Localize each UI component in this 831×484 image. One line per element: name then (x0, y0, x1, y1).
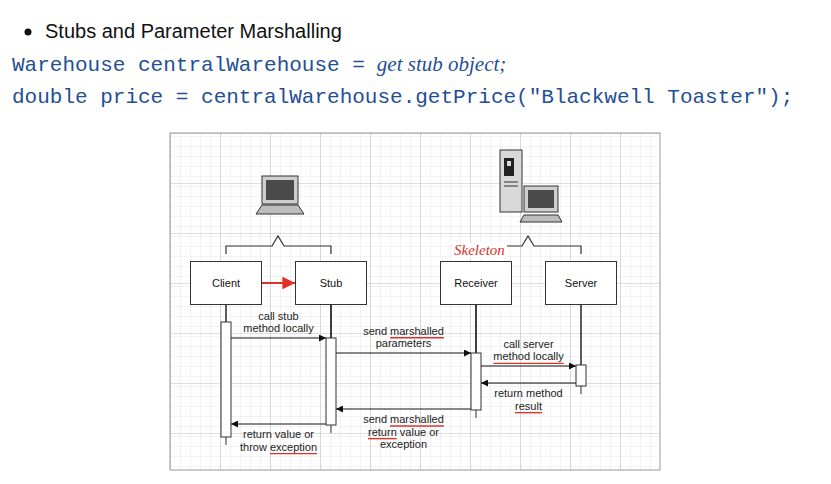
bullet (25, 29, 32, 36)
annotation-arrow (262, 282, 295, 284)
message-arrow (476, 305, 576, 366)
box-label: Server (565, 277, 597, 289)
box-label: Stub (320, 277, 343, 289)
graph-paper (170, 133, 660, 470)
activation-bar (576, 365, 586, 386)
message-arrow (226, 305, 326, 338)
message-label: return value or throw exception (233, 428, 325, 453)
message-label: call stub method locally (239, 310, 319, 335)
code-text: Warehouse centralWarehouse = (12, 54, 365, 77)
code-line: Warehouse centralWarehouse = get stub obj… (12, 52, 506, 77)
message-label: send marshalled parameters (358, 325, 450, 350)
code-line: double price = centralWarehouse.getPrice… (12, 86, 831, 109)
box-label: Receiver (454, 277, 497, 289)
laptop-icon (256, 176, 304, 214)
handwritten-note: Skeleton (452, 243, 507, 258)
slide-title: Stubs and Parameter Marshalling (45, 20, 342, 43)
annotation-underline (493, 363, 563, 364)
server-icon (500, 150, 562, 222)
activation-bar (471, 353, 481, 410)
lifeline-box: Receiver (440, 261, 512, 305)
code-placeholder: get stub object; (377, 52, 506, 77)
message-label: call server method locally (486, 338, 572, 363)
lifeline-box: Stub (295, 261, 367, 305)
message-arrow (336, 305, 476, 409)
annotation-underline (270, 453, 317, 454)
message-label: send marshalled return value or exceptio… (358, 413, 450, 451)
lifeline-box: Client (190, 261, 262, 305)
annotation-underline (515, 412, 542, 413)
activation-bar (221, 322, 231, 437)
message-arrow (231, 305, 331, 424)
message-arrow (331, 305, 471, 353)
bracket (226, 236, 331, 254)
lifeline-box: Server (545, 261, 617, 305)
activation-bar (326, 338, 336, 425)
message-arrow (481, 305, 581, 383)
box-label: Client (212, 277, 240, 289)
message-label: return method result (489, 387, 569, 412)
